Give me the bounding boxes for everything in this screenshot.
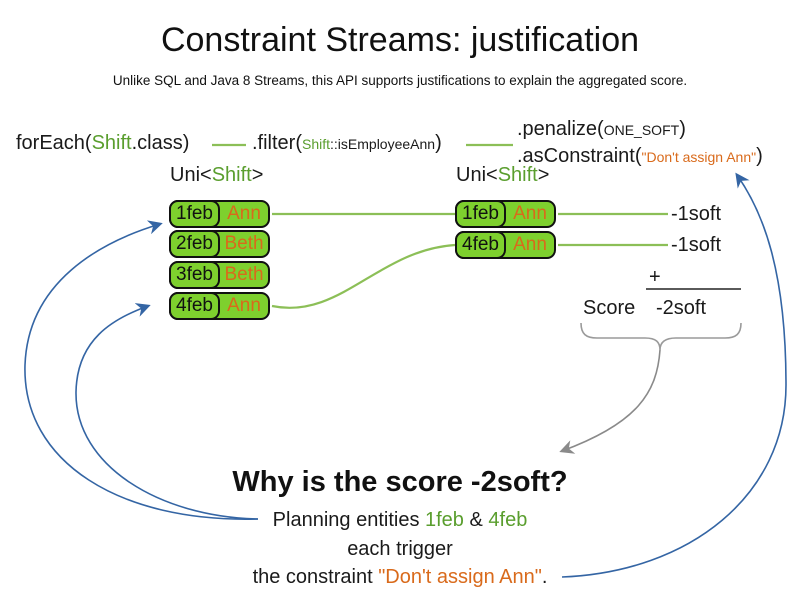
line1-pre: Planning entities <box>272 509 425 531</box>
shift-row-1feb: 1feb Ann <box>169 200 270 228</box>
penalty-1: -1soft <box>671 203 722 225</box>
code-filter-arg-rest: ::isEmployeeAnn <box>330 136 436 152</box>
shift-date: 2feb <box>169 230 220 258</box>
score-total: -2soft <box>656 297 707 319</box>
score-brace <box>580 322 742 351</box>
explanation-line-1: Planning entities 1feb & 4feb <box>0 509 800 532</box>
page-subtitle: Unlike SQL and Java 8 Streams, this API … <box>112 73 688 88</box>
shift-employee: Ann <box>227 295 261 316</box>
uni-left-type: Shift <box>211 164 252 186</box>
penalty-2: -1soft <box>671 234 722 256</box>
line3-post: . <box>541 566 548 588</box>
code-asconstraint: .asConstraint("Don't assign Ann") <box>517 145 763 168</box>
code-filter-post: ) <box>435 132 442 154</box>
code-asconstraint-arg: "Don't assign Ann" <box>641 149 757 165</box>
shift-date: 1feb <box>455 200 506 228</box>
explanation-line-2: each trigger <box>347 538 453 560</box>
uni-left-post: > <box>251 164 264 186</box>
arrow-entity-4feb <box>75 303 259 520</box>
shift-employee: Ann <box>513 203 547 224</box>
score-label: Score <box>583 297 636 319</box>
filtered-row-4feb: 4feb Ann <box>455 231 556 259</box>
shift-employee: Beth <box>224 233 264 254</box>
code-asconstraint-pre: .asConstraint( <box>517 145 642 167</box>
code-filter-pre: .filter( <box>252 132 302 154</box>
shift-row-2feb: 2feb Beth <box>169 230 270 258</box>
code-foreach-arg: Shift <box>91 132 132 154</box>
shift-date: 4feb <box>169 292 220 320</box>
code-foreach-post: .class) <box>131 132 190 154</box>
uni-left-pre: Uni< <box>170 164 212 186</box>
code-penalize: .penalize(ONE_SOFT) <box>517 118 686 141</box>
why-arrow <box>559 349 661 454</box>
question-heading: Why is the score -2soft? <box>232 466 568 498</box>
uni-right-type: Shift <box>497 164 538 186</box>
code-penalize-arg: ONE_SOFT <box>603 122 680 138</box>
code-filter-arg-class: Shift <box>302 136 331 152</box>
shift-date: 3feb <box>169 261 220 289</box>
code-foreach-pre: forEach( <box>16 132 92 154</box>
filtered-row-1feb: 1feb Ann <box>455 200 556 228</box>
line1-entity-4feb: 4feb <box>488 509 528 531</box>
code-filter: .filter(Shift::isEmployeeAnn) <box>252 132 442 155</box>
shift-date: 1feb <box>169 200 220 228</box>
uni-label-right: Uni<Shift> <box>456 164 549 187</box>
uni-right-post: > <box>537 164 550 186</box>
line1-entity-1feb: 1feb <box>425 509 464 531</box>
uni-label-left: Uni<Shift> <box>170 164 263 187</box>
uni-right-pre: Uni< <box>456 164 498 186</box>
shift-employee: Ann <box>513 234 547 255</box>
explanation-line-3: the constraint "Don't assign Ann". <box>0 566 800 589</box>
line3-constraint-name: "Don't assign Ann" <box>378 566 542 588</box>
arrow-constraint <box>561 172 787 578</box>
shift-employee: Beth <box>224 264 264 285</box>
code-penalize-post: ) <box>679 118 686 140</box>
connector-4feb <box>271 243 456 309</box>
shift-row-4feb: 4feb Ann <box>169 292 270 320</box>
line3-pre: the constraint <box>252 566 379 588</box>
shift-employee: Ann <box>227 203 261 224</box>
code-asconstraint-post: ) <box>756 145 763 167</box>
page-title: Constraint Streams: justification <box>160 21 640 59</box>
shift-row-3feb: 3feb Beth <box>169 261 270 289</box>
arrow-entity-1feb <box>24 220 259 520</box>
line1-amp: & <box>463 509 489 531</box>
plus-sign: + <box>649 266 661 288</box>
code-foreach: forEach(Shift.class) <box>16 132 189 155</box>
code-penalize-pre: .penalize( <box>517 118 604 140</box>
shift-date: 4feb <box>455 231 506 259</box>
